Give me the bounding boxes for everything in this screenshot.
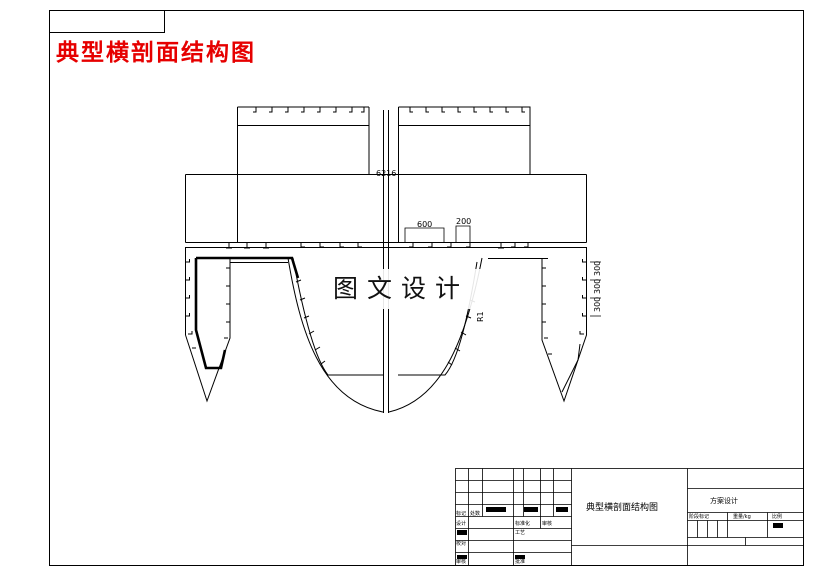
tb-label-review: 审核 — [456, 558, 466, 565]
tb-label-stage-mark: 审核 — [542, 520, 552, 527]
drawing-number-box — [49, 10, 165, 33]
dim-frame-label-3: 300 — [593, 297, 602, 312]
title-block-drawing-name: 典型横剖面结构图 — [586, 501, 658, 513]
left-hull-frames — [185, 259, 230, 349]
tb-label-mark: 标记 — [456, 510, 466, 517]
drawing-border — [49, 10, 804, 566]
redacted-cell — [457, 530, 467, 535]
redacted-cell — [524, 507, 538, 512]
dim-spacing-label: 600 — [417, 220, 432, 229]
dim-line-web — [455, 225, 471, 242]
redacted-cell — [556, 507, 568, 512]
tb-label-weight: 重量/kg — [733, 513, 751, 520]
title-block — [455, 468, 804, 566]
redacted-cell — [486, 507, 506, 512]
cross-deck — [185, 174, 587, 243]
dim-beam-label: 6216 — [376, 169, 396, 178]
tb-label-process: 工艺 — [515, 530, 525, 536]
left-hull-tank-boundary — [194, 256, 300, 370]
left-tunnel-frames — [295, 279, 326, 365]
dim-side-label: R1 — [476, 311, 485, 322]
left-tunnel-hull-inner — [292, 257, 383, 376]
hull-section-drawing — [185, 106, 587, 413]
dim-line-frames — [590, 261, 601, 317]
tb-label-count: 处数 — [470, 510, 480, 517]
tb-label-check: 校对 — [456, 540, 466, 547]
tb-label-stage: 阶段标记 — [689, 513, 709, 520]
right-hull-frames — [542, 259, 587, 355]
tb-label-std: 标准化 — [515, 520, 530, 527]
right-hull-outer-shell — [541, 247, 587, 403]
deckhouse-top-stiffeners — [253, 107, 525, 113]
drawing-title: 典型横剖面结构图 — [56, 39, 256, 66]
left-hull-outer-shell — [185, 258, 231, 403]
tb-label-design: 设计 — [456, 520, 466, 527]
redacted-cell — [773, 523, 783, 528]
watermark-text: 图文设计 — [333, 269, 493, 309]
left-tunnel-hull — [287, 257, 384, 413]
tb-label-scale: 比例 — [772, 513, 782, 520]
dim-frame-label-1: 300 — [593, 261, 602, 276]
tb-label-approve: 批准 — [515, 558, 525, 565]
right-hull-bilge — [561, 343, 581, 393]
dim-frame-label-2: 300 — [593, 279, 602, 294]
title-block-stage: 方案设计 — [710, 496, 738, 505]
redacted-cell — [515, 555, 525, 559]
dimension-annotations — [404, 225, 601, 317]
main-deck-stiffeners — [226, 242, 529, 249]
title-block-fills — [457, 507, 783, 559]
redacted-cell — [457, 555, 467, 559]
dim-web-label: 200 — [456, 217, 471, 226]
dim-line-spacing — [404, 227, 445, 242]
